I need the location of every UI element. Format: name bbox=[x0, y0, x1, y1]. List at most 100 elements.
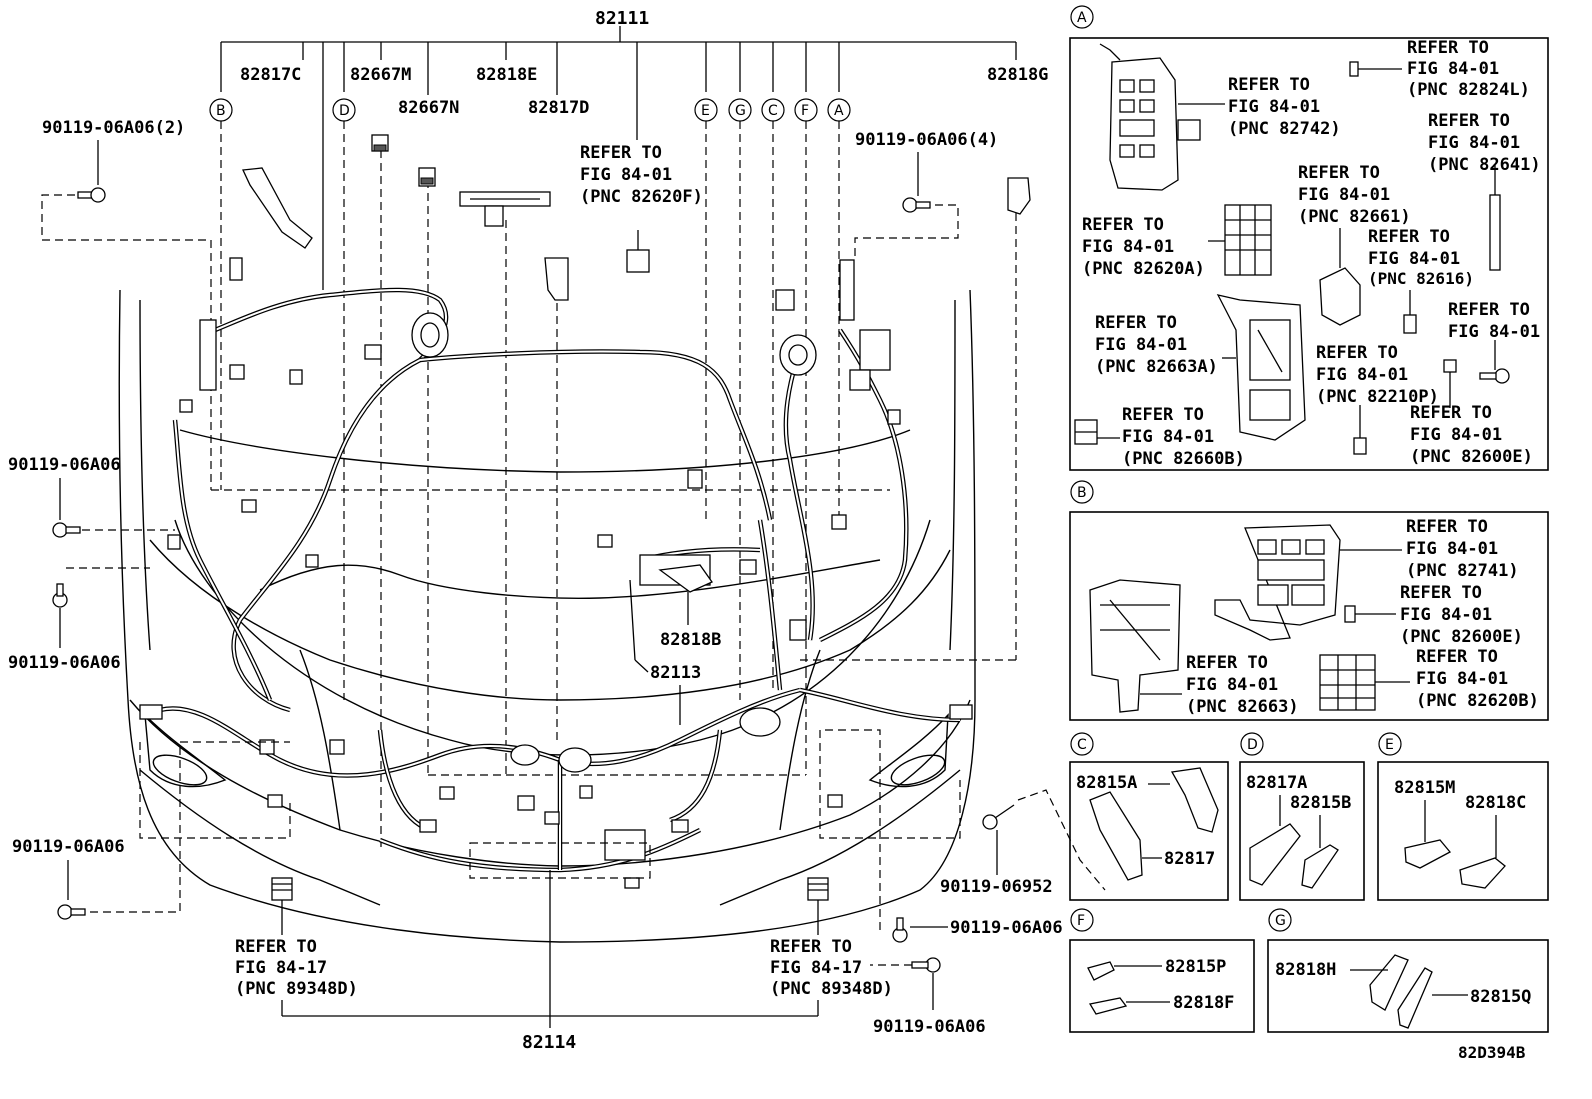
bolt-right-2-icon bbox=[870, 957, 941, 1010]
refer-82660B: REFER TO FIG 84-01 (PNC 82660B) bbox=[1122, 405, 1245, 469]
svg-text:FIG 84-01: FIG 84-01 bbox=[1407, 59, 1499, 79]
bolt-left-2-icon bbox=[52, 567, 150, 648]
bolt-top-left-label: 90119-06A06(2) bbox=[42, 118, 185, 138]
callout-leaders bbox=[210, 121, 1017, 850]
svg-text:REFER TO: REFER TO bbox=[1406, 517, 1488, 537]
part-82818G bbox=[1007, 177, 1031, 215]
part-82600E-b bbox=[1344, 605, 1396, 623]
refer-right: REFER TO FIG 84-17 (PNC 89348D) bbox=[770, 937, 893, 999]
svg-text:(PNC 82620B): (PNC 82620B) bbox=[1416, 691, 1539, 711]
svg-text:F: F bbox=[801, 103, 809, 119]
svg-text:(PNC 82742): (PNC 82742) bbox=[1228, 119, 1341, 139]
top-leader-bracket bbox=[220, 26, 1017, 290]
svg-text:C: C bbox=[768, 103, 778, 119]
svg-text:REFER TO: REFER TO bbox=[1448, 300, 1530, 320]
svg-text:REFER TO: REFER TO bbox=[1228, 75, 1310, 95]
svg-text:FIG 84-01: FIG 84-01 bbox=[1448, 322, 1540, 342]
refer-82663: REFER TO FIG 84-01 (PNC 82663) bbox=[1186, 653, 1299, 717]
panel-F-tag: F bbox=[1077, 913, 1085, 929]
svg-text:REFER TO: REFER TO bbox=[770, 937, 852, 957]
part-82815P bbox=[1087, 961, 1115, 981]
svg-text:REFER TO: REFER TO bbox=[1410, 403, 1492, 423]
diagram-code: 82D394B bbox=[1458, 1043, 1526, 1062]
panel-G: G 82818H 82815Q bbox=[1267, 908, 1549, 1033]
refer-82620A: REFER TO FIG 84-01 (PNC 82620A) bbox=[1082, 215, 1205, 279]
bolt-left-3-label: 90119-06A06 bbox=[12, 837, 125, 857]
part-82815A bbox=[1170, 767, 1219, 833]
part-82818B-label: 82818B bbox=[660, 630, 721, 650]
82113-leaders bbox=[629, 579, 681, 725]
svg-text:REFER TO: REFER TO bbox=[1082, 215, 1164, 235]
svg-text:(PNC 82741): (PNC 82741) bbox=[1406, 561, 1519, 581]
part-82817D bbox=[544, 257, 569, 301]
bolt-left-2-label: 90119-06A06 bbox=[8, 653, 121, 673]
svg-text:REFER TO: REFER TO bbox=[1428, 111, 1510, 131]
part-82600E-a bbox=[1443, 359, 1457, 408]
part-82817A-label: 82817A bbox=[1246, 773, 1307, 793]
refer-82661: REFER TO FIG 84-01 (PNC 82661) bbox=[1298, 163, 1411, 227]
bolt-top-right-label: 90119-06A06(4) bbox=[855, 130, 998, 150]
svg-text:FIG 84-01: FIG 84-01 bbox=[1228, 97, 1320, 117]
panel-E: E 82815M 82818C bbox=[1377, 732, 1549, 901]
svg-text:FIG 84-01: FIG 84-01 bbox=[1082, 237, 1174, 257]
part-82815M bbox=[1404, 839, 1452, 869]
part-82741-box bbox=[1214, 524, 1402, 641]
panel-D: D 82817A 82815B bbox=[1239, 732, 1365, 901]
svg-text:(PNC 82661): (PNC 82661) bbox=[1298, 207, 1411, 227]
part-bolt-fig84-01 bbox=[1479, 340, 1510, 384]
callout-G: G bbox=[728, 98, 752, 122]
refer-fig-84-01: REFER TO FIG 84-01 bbox=[1448, 300, 1540, 342]
svg-text:FIG 84-01: FIG 84-01 bbox=[1416, 669, 1508, 689]
refer-82620B: REFER TO FIG 84-01 (PNC 82620B) bbox=[1416, 647, 1539, 711]
svg-text:REFER TO: REFER TO bbox=[580, 143, 662, 163]
svg-text:REFER TO: REFER TO bbox=[1416, 647, 1498, 667]
part-82641 bbox=[1489, 165, 1501, 271]
part-82817C bbox=[242, 167, 313, 249]
svg-text:(PNC 82660B): (PNC 82660B) bbox=[1122, 449, 1245, 469]
bolt-right-2-label: 90119-06A06 bbox=[873, 1017, 986, 1037]
grommet-left bbox=[271, 877, 293, 935]
harness-connectors bbox=[139, 257, 973, 889]
part-82818H-label: 82818H bbox=[1275, 960, 1336, 980]
panel-C: C 82815A 82817 bbox=[1069, 732, 1229, 901]
svg-text:(PNC 82600E): (PNC 82600E) bbox=[1410, 447, 1533, 467]
part-82661 bbox=[1319, 228, 1361, 326]
part-82815B bbox=[1301, 844, 1339, 889]
part-82818B bbox=[658, 564, 713, 625]
bolt-right-1-label: 90119-06A06 bbox=[950, 918, 1063, 938]
svg-text:FIG 84-17: FIG 84-17 bbox=[770, 958, 862, 978]
refer-82824L: REFER TO FIG 84-01 (PNC 82824L) bbox=[1407, 38, 1530, 100]
svg-text:FIG 84-01: FIG 84-01 bbox=[1122, 427, 1214, 447]
svg-text:REFER TO: REFER TO bbox=[1095, 313, 1177, 333]
bolt-06952-label: 90119-06952 bbox=[940, 877, 1053, 897]
svg-text:REFER TO: REFER TO bbox=[1122, 405, 1204, 425]
svg-text:FIG 84-01: FIG 84-01 bbox=[580, 165, 672, 185]
part-82815M-label: 82815M bbox=[1394, 778, 1455, 798]
bolt-top-right-icon bbox=[854, 152, 959, 260]
refer-82741: REFER TO FIG 84-01 (PNC 82741) bbox=[1406, 517, 1519, 581]
svg-text:REFER TO: REFER TO bbox=[1407, 38, 1489, 58]
part-82818C bbox=[1459, 857, 1506, 889]
svg-text:(PNC 82641): (PNC 82641) bbox=[1428, 155, 1541, 175]
refer-82742: REFER TO FIG 84-01 (PNC 82742) bbox=[1228, 75, 1341, 139]
bolt-right-1-icon bbox=[819, 729, 961, 943]
part-82616 bbox=[1403, 290, 1417, 334]
part-82815B-label: 82815B bbox=[1290, 793, 1351, 813]
svg-text:FIG 84-01: FIG 84-01 bbox=[1410, 425, 1502, 445]
bottom-bracket-82114 bbox=[281, 842, 819, 1028]
panel-C-tag: C bbox=[1077, 737, 1087, 753]
panel-B: B REFER TO FIG 84-01 (PNC 82663) REFER T… bbox=[1069, 480, 1549, 721]
part-82818F-label: 82818F bbox=[1173, 993, 1234, 1013]
svg-text:E: E bbox=[701, 103, 710, 119]
refer-82616: REFER TO FIG 84-01 (PNC 82616) bbox=[1368, 227, 1474, 288]
svg-text:(PNC 82600E): (PNC 82600E) bbox=[1400, 627, 1523, 647]
svg-text:(PNC 82210P): (PNC 82210P) bbox=[1316, 387, 1439, 407]
part-82667M-label: 82667M bbox=[350, 65, 411, 85]
svg-text:REFER TO: REFER TO bbox=[1368, 227, 1450, 247]
part-82660B bbox=[1074, 419, 1120, 445]
part-82818C-label: 82818C bbox=[1465, 793, 1526, 813]
svg-text:(PNC 82620F): (PNC 82620F) bbox=[580, 187, 703, 207]
part-82817A bbox=[1249, 823, 1301, 886]
vehicle-body-outline bbox=[118, 289, 976, 943]
part-82620B-block bbox=[1319, 654, 1410, 711]
